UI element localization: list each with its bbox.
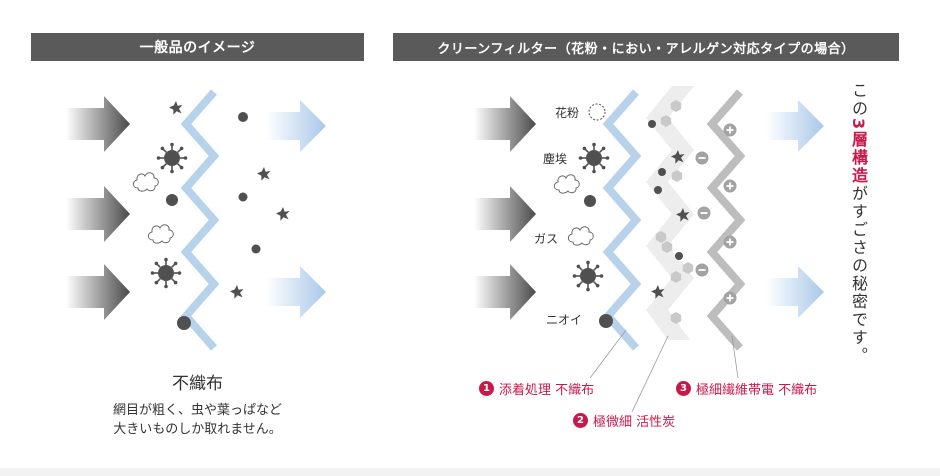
layer-2-number-badge: 2 bbox=[573, 413, 588, 428]
activated-carbon-layer bbox=[646, 86, 694, 340]
layer-leader-lines bbox=[589, 329, 739, 413]
label-gas: ガス bbox=[534, 232, 559, 246]
left-filter-description: 網目が粗く、虫や葉っぱなど 大きいものしか取れません。 bbox=[31, 401, 364, 439]
layer-3-text: 極細繊維帯電 不織布 bbox=[696, 383, 818, 398]
layer-1-text: 添着処理 不織布 bbox=[499, 383, 595, 398]
layer-1-number-badge: 1 bbox=[479, 381, 494, 396]
label-dust: 塵埃 bbox=[543, 152, 568, 166]
nonwoven-filter-layer bbox=[180, 89, 220, 351]
caption-before: この bbox=[849, 82, 868, 118]
layer-2-label: 2 極微細 活性炭 bbox=[573, 411, 675, 430]
left-filter-title: 不織布 bbox=[172, 374, 223, 394]
layer-1-label: 1 添着処理 不織布 bbox=[479, 379, 594, 398]
layer-3-label: 3 極細繊維帯電 不織布 bbox=[676, 379, 817, 398]
layer-3-number-badge: 3 bbox=[676, 381, 691, 396]
right-outflow-arrows bbox=[766, 100, 824, 318]
left-panel-header: 一般品のイメージ bbox=[31, 33, 364, 61]
electret-nonwoven-layer bbox=[706, 89, 746, 351]
three-layer-caption: この3層構造がすごさの秘密です。 bbox=[846, 82, 870, 365]
label-odor: ニオイ bbox=[546, 313, 583, 327]
right-inflow-arrows bbox=[474, 96, 536, 320]
right-particles bbox=[553, 100, 694, 328]
right-panel-header: クリーンフィルター（花粉・におい・アレルゲン対応タイプの場合） bbox=[393, 33, 899, 61]
left-desc-line-1: 網目が粗く、虫や葉っぱなど bbox=[112, 403, 282, 418]
caption-accent-number: 3 bbox=[849, 118, 868, 132]
layer-2-text: 極微細 活性炭 bbox=[593, 415, 676, 430]
left-outflow-arrows bbox=[266, 100, 326, 318]
left-inflow-arrows bbox=[66, 96, 130, 320]
bottom-divider bbox=[0, 468, 940, 476]
treated-nonwoven-layer bbox=[602, 89, 642, 351]
left-desc-line-2: 大きいものしか取れません。 bbox=[113, 422, 282, 437]
label-pollen: 花粉 bbox=[555, 106, 580, 120]
caption-after: がすごさの秘密です。 bbox=[849, 185, 868, 366]
caption-accent-text: 層構造 bbox=[849, 131, 868, 186]
left-particles bbox=[132, 101, 290, 330]
